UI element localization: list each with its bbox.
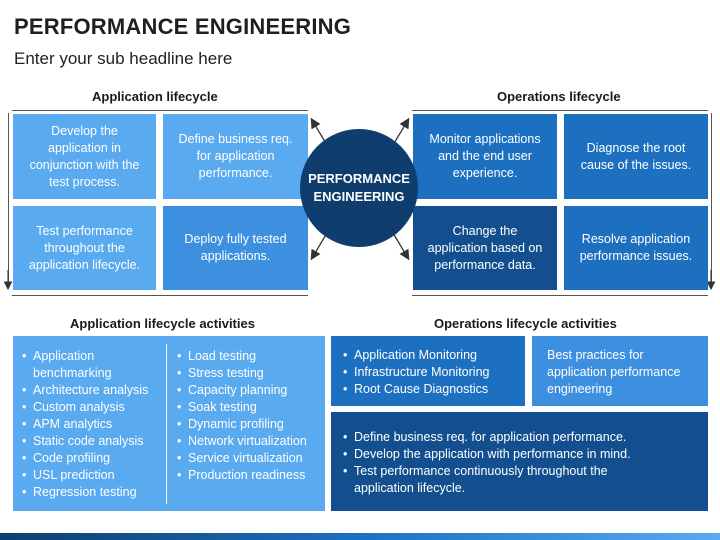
app-lifecycle-box-develop: Develop the application in conjunction w…	[13, 114, 156, 199]
list-item: Static code analysis	[22, 433, 167, 450]
center-line-2: ENGINEERING	[313, 189, 405, 204]
list-item: Capacity planning	[177, 382, 327, 399]
list-item: Code profiling	[22, 450, 167, 467]
app-lifecycle-box-test: Test performance throughout the applicat…	[13, 206, 156, 290]
ops-lifecycle-box-diagnose: Diagnose the root cause of the issues.	[564, 114, 708, 199]
app-lifecycle-left-line	[8, 113, 9, 285]
page-subtitle: Enter your sub headline here	[14, 49, 233, 68]
ops-lifecycle-right-line	[711, 113, 712, 285]
center-line-1: PERFORMANCE	[308, 171, 410, 186]
list-item: USL prediction	[22, 467, 167, 484]
center-circle: PERFORMANCE ENGINEERING	[300, 129, 418, 247]
list-item: Architecture analysis	[22, 382, 167, 399]
application-activities-right-list: Load testing Stress testing Capacity pla…	[177, 348, 327, 484]
list-item: APM analytics	[22, 416, 167, 433]
app-lifecycle-box-deploy: Deploy fully tested applications.	[163, 206, 308, 290]
operations-monitoring-list: Application Monitoring Infrastructure Mo…	[343, 347, 523, 398]
application-activities-left-list: Application benchmarking Architecture an…	[22, 348, 167, 501]
ops-lifecycle-bottom-line	[412, 295, 708, 296]
list-item: Network virtualization	[177, 433, 327, 450]
application-lifecycle-heading: Application lifecycle	[92, 89, 218, 104]
best-practices-text: Best practices for application performan…	[547, 348, 681, 396]
list-item: Define business req. for application per…	[343, 429, 643, 446]
list-item: Application Monitoring	[343, 347, 523, 364]
list-item: Soak testing	[177, 399, 327, 416]
list-item: Develop the application with performance…	[343, 446, 643, 463]
operations-lifecycle-heading: Operations lifecycle	[497, 89, 621, 104]
app-lifecycle-top-line	[12, 110, 308, 111]
ops-lifecycle-top-line	[412, 110, 708, 111]
app-lifecycle-bottom-line	[12, 295, 308, 296]
list-item: Custom analysis	[22, 399, 167, 416]
operations-bullets-panel: Define business req. for application per…	[330, 411, 709, 512]
operations-activities-heading: Operations lifecycle activities	[434, 316, 617, 331]
activities-divider	[166, 344, 167, 504]
list-item: Production readiness	[177, 467, 327, 484]
list-item: Application benchmarking	[22, 348, 167, 382]
best-practices-panel: Best practices for application performan…	[531, 335, 709, 407]
list-item: Test performance continuously throughout…	[343, 463, 643, 497]
app-lifecycle-box-define: Define business req. for application per…	[163, 114, 308, 199]
list-item: Infrastructure Monitoring	[343, 364, 523, 381]
ops-lifecycle-box-monitor: Monitor applications and the end user ex…	[413, 114, 557, 199]
page-title: PERFORMANCE ENGINEERING	[14, 14, 352, 39]
operations-monitoring-panel: Application Monitoring Infrastructure Mo…	[330, 335, 526, 407]
ops-lifecycle-box-resolve: Resolve application performance issues.	[564, 206, 708, 290]
list-item: Service virtualization	[177, 450, 327, 467]
application-activities-heading: Application lifecycle activities	[70, 316, 255, 331]
list-item: Load testing	[177, 348, 327, 365]
list-item: Regression testing	[22, 484, 167, 501]
list-item: Root Cause Diagnostics	[343, 381, 523, 398]
ops-lifecycle-box-change: Change the application based on performa…	[413, 206, 557, 290]
list-item: Stress testing	[177, 365, 327, 382]
list-item: Dynamic profiling	[177, 416, 327, 433]
application-activities-panel: Application benchmarking Architecture an…	[12, 335, 326, 512]
operations-bullets-list: Define business req. for application per…	[343, 429, 643, 497]
bottom-accent-bar	[0, 533, 720, 540]
